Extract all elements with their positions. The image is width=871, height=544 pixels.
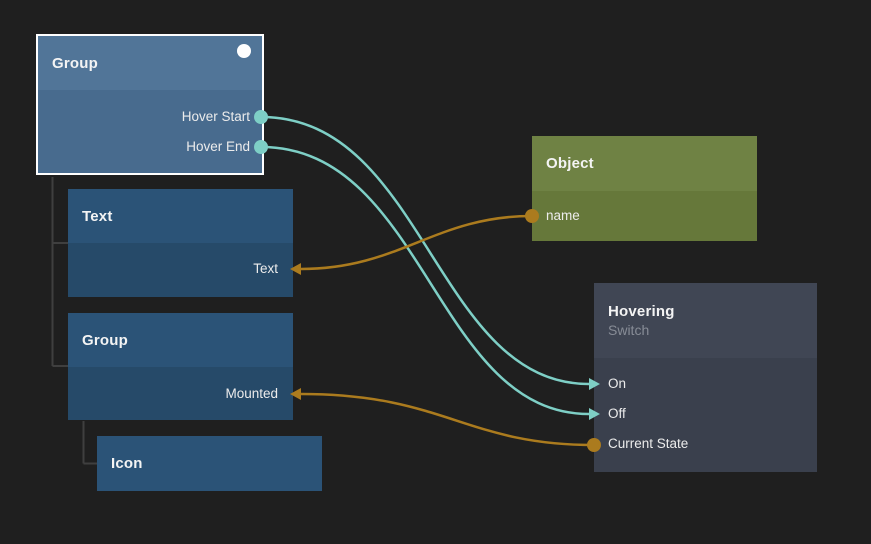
node-header: Icon: [97, 436, 322, 491]
tree-line-group-children: [51, 177, 68, 367]
node-header: Group: [68, 313, 293, 367]
node-object[interactable]: Object name: [532, 136, 757, 241]
port-on[interactable]: On: [608, 376, 627, 391]
node-title: Icon: [111, 455, 143, 472]
node-body: [68, 367, 293, 420]
node-group-selected[interactable]: Group Hover Start Hover End: [36, 34, 264, 175]
port-current-state[interactable]: Current State: [608, 436, 689, 451]
node-header: Object: [532, 136, 757, 191]
node-header: Text: [68, 189, 293, 243]
node-header: Group: [38, 36, 262, 90]
node-title: Group: [82, 331, 128, 349]
node-subtitle: Switch: [608, 322, 650, 338]
node-group-child[interactable]: Group Mounted: [68, 313, 293, 420]
port-name[interactable]: name: [546, 208, 580, 223]
node-title: Object: [546, 155, 594, 172]
node-body: [38, 90, 262, 173]
wire-current-state-to-mounted[interactable]: [300, 392, 595, 447]
node-text[interactable]: Text Text: [68, 189, 293, 297]
node-body: [594, 358, 817, 472]
port-hover-start[interactable]: Hover Start: [181, 109, 250, 124]
tree-line-icon-child: [82, 421, 97, 465]
node-icon[interactable]: Icon: [97, 436, 322, 491]
port-text[interactable]: Text: [253, 261, 278, 276]
port-hover-end[interactable]: Hover End: [186, 139, 250, 154]
node-title: Group: [52, 54, 98, 72]
port-mounted[interactable]: Mounted: [225, 386, 278, 401]
node-hovering-switch[interactable]: Hovering Switch On Off Current State: [594, 283, 817, 472]
node-body: [68, 243, 293, 297]
wire-name-to-text[interactable]: [300, 214, 533, 271]
node-header: Hovering Switch: [594, 283, 817, 358]
port-off[interactable]: Off: [608, 406, 626, 421]
node-title: Hovering: [608, 303, 675, 320]
node-title: Text: [82, 207, 113, 225]
